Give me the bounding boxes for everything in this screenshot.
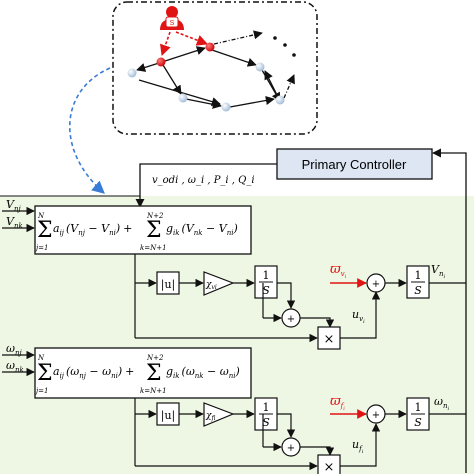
svg-text:+: + bbox=[372, 279, 380, 290]
svg-text:Σ: Σ bbox=[37, 361, 53, 386]
network-panel: S bbox=[112, 1, 318, 135]
svg-text:Vnj: Vnj bbox=[6, 198, 21, 213]
voltage-channel: Vnj Vnk N Σ j=1 aij(Vnj − Vni)+ N+2 Σ k=… bbox=[2, 198, 466, 350]
consensus-sum-block-voltage bbox=[34, 205, 252, 255]
svg-text:ϖvi: ϖvi bbox=[330, 262, 347, 280]
svg-text:aij(Vnj − Vni)+: aij(Vnj − Vni)+ bbox=[53, 222, 132, 237]
svg-text:+: + bbox=[372, 410, 380, 421]
svg-text:gik(Vnk − Vni): gik(Vnk − Vni) bbox=[166, 222, 238, 237]
svg-text:aij(ωnj − ωni)+: aij(ωnj − ωni)+ bbox=[53, 365, 134, 380]
svg-text:×: × bbox=[324, 460, 335, 474]
svg-text:k=N+1: k=N+1 bbox=[140, 244, 167, 252]
svg-text:Vnk: Vnk bbox=[6, 215, 23, 230]
svg-text:+: + bbox=[287, 314, 295, 325]
svg-text:1: 1 bbox=[263, 401, 270, 414]
svg-text:j=1: j=1 bbox=[34, 387, 49, 395]
gain-block bbox=[203, 402, 235, 427]
svg-text:uvi: uvi bbox=[352, 308, 365, 325]
network-node-red bbox=[205, 42, 215, 52]
svg-text:ϖfi: ϖfi bbox=[330, 394, 345, 412]
svg-text:1: 1 bbox=[415, 401, 422, 414]
consensus-sum-block-frequency bbox=[34, 347, 252, 399]
svg-text:ωni: ωni bbox=[434, 395, 450, 412]
svg-text:×: × bbox=[324, 332, 335, 347]
network-node bbox=[255, 62, 265, 72]
svg-text:gik(ωnk − ωni): gik(ωnk − ωni) bbox=[166, 365, 240, 380]
svg-text:k=N+1: k=N+1 bbox=[140, 387, 167, 395]
svg-text:ωnk: ωnk bbox=[6, 359, 24, 374]
svg-text:Σ: Σ bbox=[37, 218, 53, 243]
svg-text:ωnj: ωnj bbox=[6, 342, 22, 357]
network-node bbox=[221, 102, 231, 112]
comm-link-curve bbox=[69, 67, 111, 194]
svg-text:|u|: |u| bbox=[161, 278, 176, 292]
svg-text:S: S bbox=[262, 284, 270, 297]
svg-text:j=1: j=1 bbox=[34, 244, 49, 252]
network-node-red bbox=[156, 57, 166, 67]
svg-text:S: S bbox=[170, 20, 175, 27]
svg-text:χfi: χfi bbox=[205, 411, 215, 422]
svg-text:N+2: N+2 bbox=[146, 212, 164, 220]
network-node bbox=[127, 68, 137, 78]
feedback-signals-label: v_odi , ω_i , P_i , Q_i bbox=[152, 175, 255, 186]
svg-text:1: 1 bbox=[263, 269, 270, 282]
network-node bbox=[178, 93, 188, 103]
svg-text:N: N bbox=[37, 354, 45, 362]
gain-block bbox=[203, 271, 235, 296]
network-node bbox=[275, 95, 285, 105]
svg-text:Vni: Vni bbox=[431, 263, 445, 280]
svg-text:N+2: N+2 bbox=[146, 354, 164, 362]
svg-text:S: S bbox=[414, 284, 422, 297]
svg-text:N: N bbox=[37, 212, 45, 220]
frequency-channel: ωnj ωnk N Σ j=1 aij(ωnj − ωni)+ N+2 Σ k=… bbox=[2, 342, 466, 474]
primary-controller-label: Primary Controller bbox=[302, 157, 407, 172]
svg-text:Σ: Σ bbox=[146, 361, 162, 386]
svg-text:χvi: χvi bbox=[205, 280, 217, 291]
svg-text:Σ: Σ bbox=[146, 218, 162, 243]
svg-text:|u|: |u| bbox=[161, 409, 176, 423]
svg-text:S: S bbox=[262, 416, 270, 429]
svg-text:1: 1 bbox=[415, 269, 422, 282]
svg-text:ufi: ufi bbox=[352, 438, 364, 455]
svg-text:+: + bbox=[287, 443, 295, 454]
svg-text:S: S bbox=[414, 416, 422, 429]
primary-controller-block: Primary Controller bbox=[276, 148, 433, 180]
person-agent-icon: S bbox=[160, 6, 184, 30]
